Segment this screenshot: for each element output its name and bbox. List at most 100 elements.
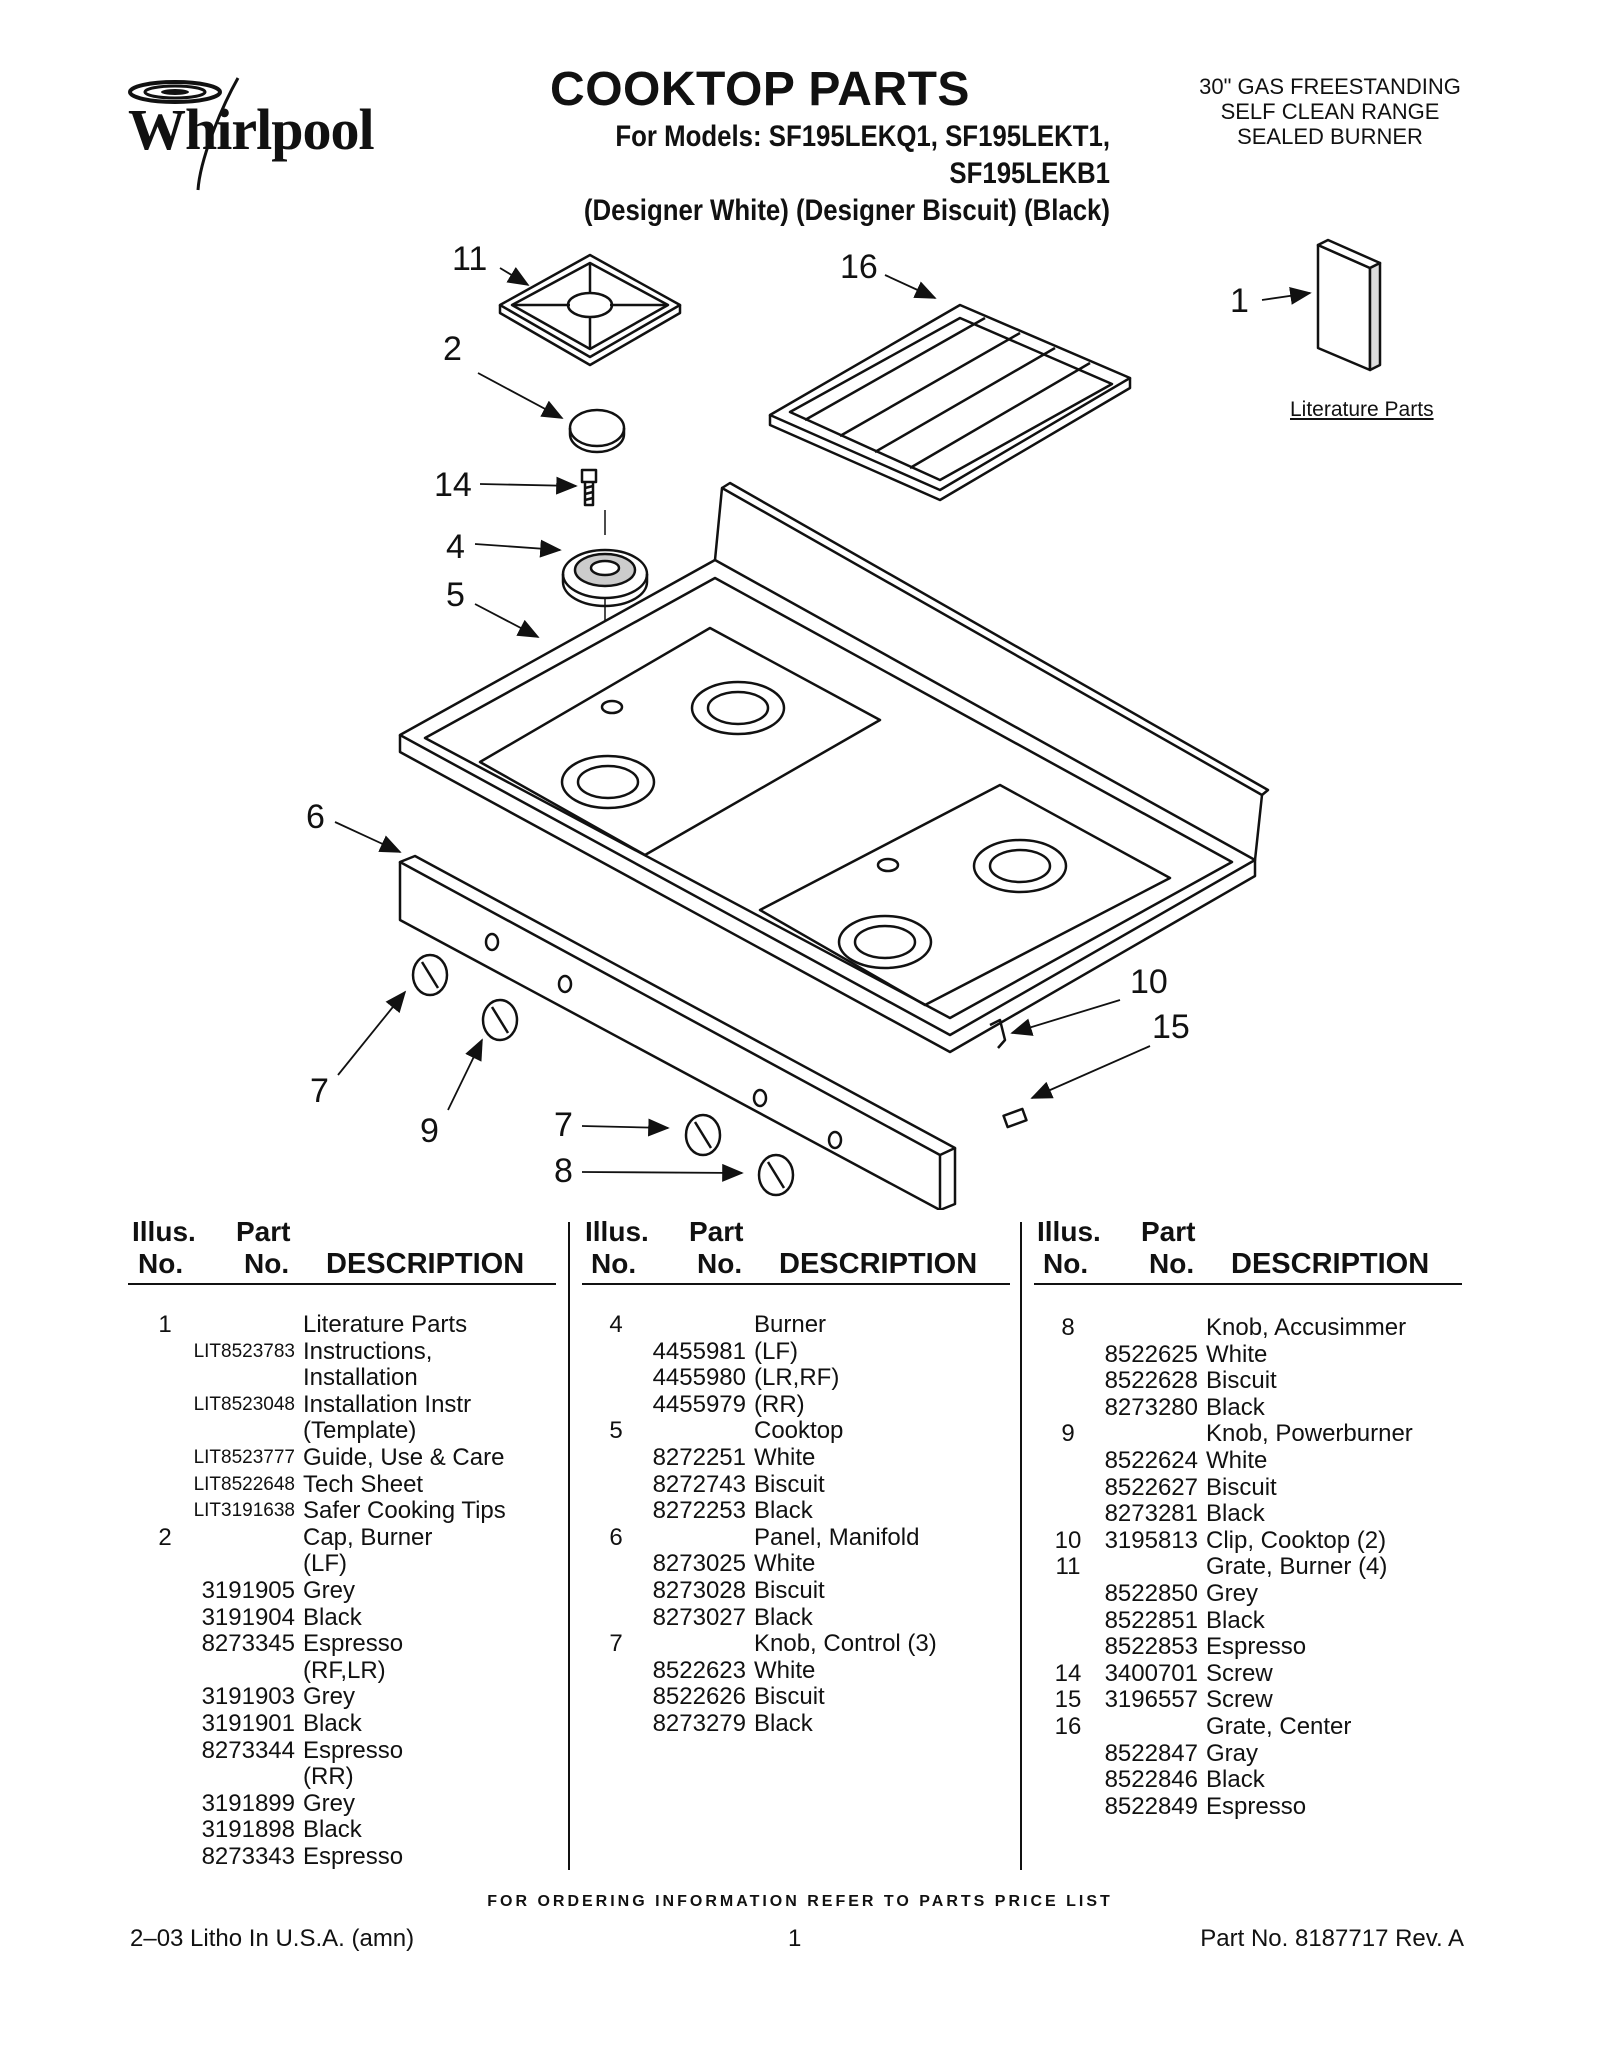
cooktop-clip xyxy=(989,1018,1007,1049)
illus-number xyxy=(150,1631,180,1658)
illus-number: 9 xyxy=(1061,1420,1075,1448)
callout-11: 11 xyxy=(452,240,488,278)
part-description: Black xyxy=(1206,1766,1265,1794)
colors-line: (Designer White) (Designer Biscuit) (Bla… xyxy=(583,194,1110,227)
header-rule xyxy=(128,1283,556,1285)
part-description: Panel, Manifold xyxy=(754,1523,920,1551)
callout-5: 5 xyxy=(446,576,465,614)
range-type-line: 30" GAS FREESTANDING xyxy=(1199,74,1461,99)
illus-number: 5 xyxy=(609,1417,623,1445)
part-description: White xyxy=(754,1443,816,1471)
illus-number: 15 xyxy=(1054,1686,1082,1714)
part-number: 3196557 xyxy=(1104,1686,1198,1714)
illus-number xyxy=(1053,1342,1083,1369)
part-description: Clip, Cooktop (2) xyxy=(1206,1526,1387,1554)
callout-7: 7 xyxy=(554,1106,573,1144)
part-number: 3195813 xyxy=(1104,1526,1198,1554)
part-number: 3191903 xyxy=(201,1683,295,1711)
part-number: 4455980 xyxy=(652,1364,746,1392)
part-number: 3191901 xyxy=(201,1709,295,1737)
part-description: Black xyxy=(303,1603,362,1631)
part-description: Espresso xyxy=(303,1736,404,1764)
ordering-note: FOR ORDERING INFORMATION REFER TO PARTS … xyxy=(487,1893,1113,1910)
callout-8: 8 xyxy=(554,1152,573,1190)
part-number: 8273280 xyxy=(1104,1393,1198,1421)
illus-number xyxy=(601,1498,631,1525)
illus-number xyxy=(150,1418,180,1445)
part-description: Grey xyxy=(1206,1579,1259,1607)
part-number: LIT8523783 xyxy=(193,1340,295,1362)
burner-screw xyxy=(580,468,598,507)
part-row: 8273344 Espresso xyxy=(150,1736,506,1765)
part-number: 8522849 xyxy=(1104,1792,1198,1820)
part-number: 8522853 xyxy=(1104,1633,1198,1661)
illus-number xyxy=(150,1365,180,1392)
part-description: Gray xyxy=(1206,1739,1259,1767)
part-description: Black xyxy=(1206,1500,1265,1528)
part-description: (RF,LR) xyxy=(303,1656,386,1684)
part-row: (LF) xyxy=(150,1551,506,1578)
part-number: 8273344 xyxy=(201,1736,295,1764)
header-rule xyxy=(582,1283,1010,1285)
callout-7: 7 xyxy=(310,1072,329,1110)
illus-number xyxy=(1053,1767,1083,1794)
part-description: Black xyxy=(1206,1393,1265,1421)
callout-6: 6 xyxy=(306,798,325,836)
illus-number xyxy=(601,1339,631,1366)
part-number: 8273345 xyxy=(201,1630,295,1658)
illus-number xyxy=(150,1764,180,1791)
callout-9: 9 xyxy=(420,1112,439,1150)
header-rule xyxy=(1034,1283,1462,1285)
illus-number: 7 xyxy=(609,1630,623,1658)
part-description: Grate, Center xyxy=(1206,1712,1352,1740)
part-number xyxy=(180,1365,303,1392)
part-row: 8522849 Espresso xyxy=(1053,1792,1413,1821)
illus-number xyxy=(601,1472,631,1499)
manifold-panel xyxy=(398,854,957,1210)
illus-number: 11 xyxy=(1055,1553,1081,1581)
part-description: Cap, Burner xyxy=(303,1523,433,1551)
part-description: White xyxy=(754,1550,816,1578)
part-number xyxy=(180,1764,303,1791)
part-number xyxy=(631,1418,754,1445)
part-description: Installation xyxy=(303,1364,418,1392)
part-description: Installation Instr xyxy=(303,1390,472,1418)
brand-logo: Whirlpool xyxy=(128,97,375,162)
part-description: Black xyxy=(303,1816,362,1844)
part-number: 8522627 xyxy=(1104,1473,1198,1501)
part-description: Cooktop xyxy=(754,1417,844,1445)
callout-10: 10 xyxy=(1130,963,1168,1001)
illus-number xyxy=(150,1791,180,1818)
part-number: 8522850 xyxy=(1104,1579,1198,1607)
part-number xyxy=(180,1551,303,1578)
illus-header: Illus.No. xyxy=(585,1216,649,1279)
illus-number xyxy=(601,1605,631,1632)
model-list: For Models: SF195LEKQ1, SF195LEKT1, SF19… xyxy=(560,118,1110,229)
part-description: Knob, Control (3) xyxy=(754,1630,937,1658)
burner-grate xyxy=(498,253,682,367)
illus-header: Illus.No. xyxy=(1037,1216,1101,1279)
column-divider xyxy=(568,1222,570,1870)
part-description: Espresso xyxy=(1206,1792,1307,1820)
illus-header: Illus.No. xyxy=(132,1216,196,1279)
part-description: (Template) xyxy=(303,1417,417,1445)
part-row: (RR) xyxy=(150,1763,506,1791)
illus-number xyxy=(601,1578,631,1605)
illus-number xyxy=(1053,1395,1083,1422)
part-description: Grate, Burner (4) xyxy=(1206,1553,1388,1581)
part-description: Grey xyxy=(303,1789,356,1817)
control-knob xyxy=(411,953,795,1197)
illus-number: 10 xyxy=(1054,1526,1082,1554)
